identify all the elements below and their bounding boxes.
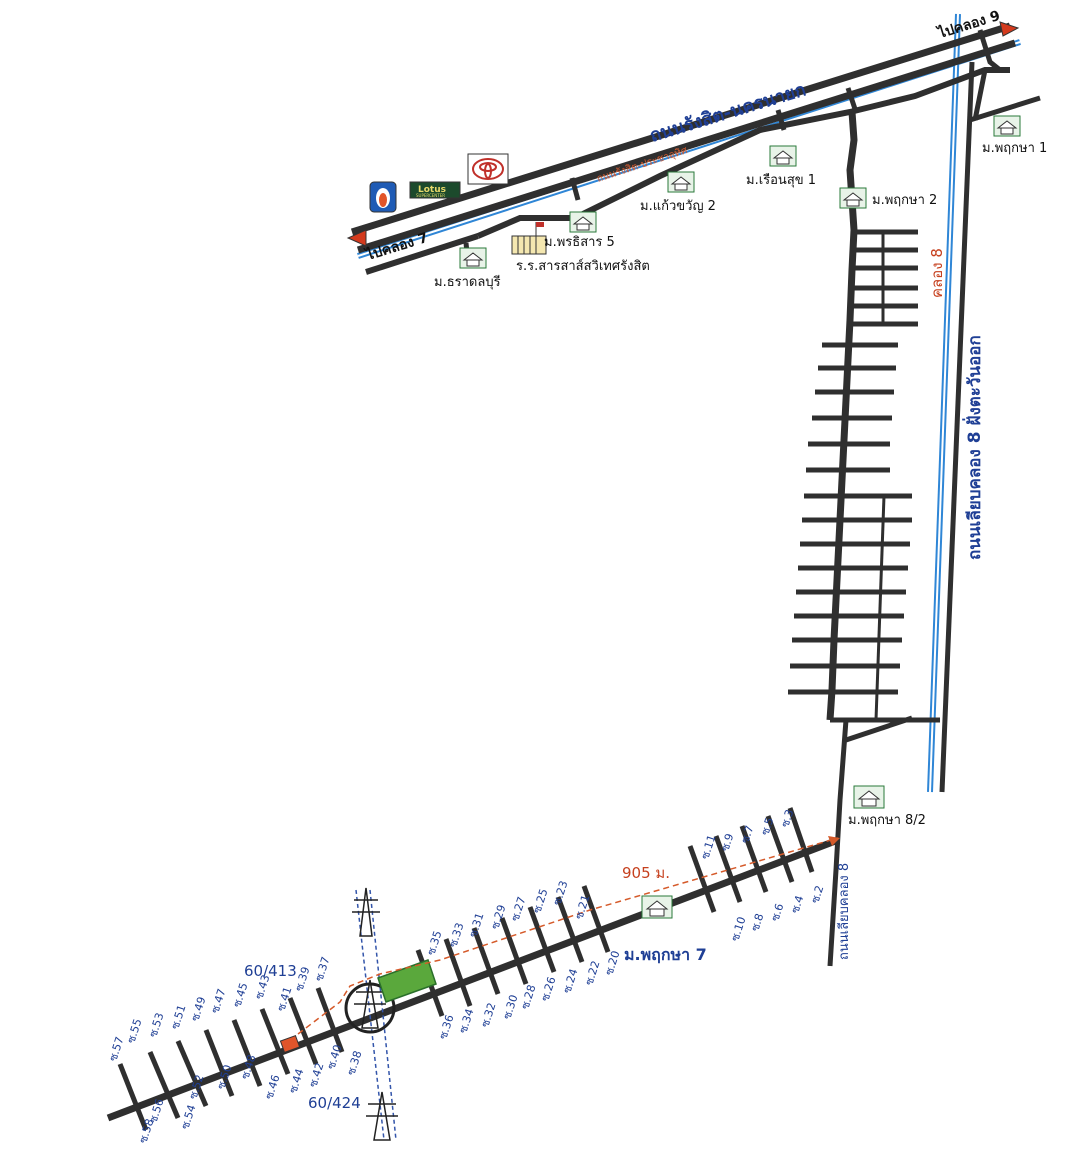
soi-label: ซ.54	[178, 1103, 198, 1131]
soi-label: ซ.10	[728, 915, 748, 943]
house-icon-kaew-khwan-2	[667, 171, 695, 193]
soi-label: ซ.22	[582, 959, 602, 987]
soi-label: ซ.53	[146, 1011, 166, 1039]
power-tower-icon-north	[352, 887, 380, 937]
soi-label: ซ.2	[808, 884, 826, 905]
soi-label: ซ.37	[312, 955, 332, 983]
road-east-khlong-8	[939, 61, 975, 793]
house-icon-pruksa-1	[993, 115, 1021, 137]
soi-label: ซ.23	[550, 879, 570, 907]
soi-label: ซ.32	[478, 1001, 498, 1029]
route-dashed	[297, 837, 839, 1035]
house-icon-pruksa-8-2	[853, 785, 885, 809]
road-liap-khlong-8	[827, 719, 849, 967]
canal-khlong-8-label: คลอง 8	[928, 248, 946, 298]
soi-label: ซ.40	[324, 1043, 344, 1071]
place-kaew-khwan-2: ม.แก้วขวัญ 2	[640, 199, 716, 214]
house-icon-pruksa-2	[839, 187, 867, 209]
green-plot	[377, 959, 437, 1003]
soi-label: ซ.3	[778, 808, 796, 829]
soi-label: ซ.5	[758, 816, 776, 837]
pruksa-2-side-streets	[788, 229, 940, 723]
soi-label: ซ.4	[788, 894, 806, 915]
road-pruksa-7-main	[106, 836, 840, 1122]
connector-3	[775, 109, 787, 131]
soi-label: ซ.35	[424, 929, 444, 957]
lower-road-label: ถนนเลียบคลอง 8	[836, 863, 852, 960]
parcel-b-label: 60/424	[308, 1094, 361, 1112]
soi-label: ซ.45	[230, 981, 250, 1009]
soi-label: ซ.26	[538, 975, 558, 1003]
power-tower-icon-south	[366, 1091, 398, 1141]
parcel-a-label: 60/413	[244, 962, 297, 980]
main-highway-south	[356, 39, 1017, 254]
soi-label: ซ.57	[106, 1035, 126, 1063]
lotus-logo-icon	[409, 181, 461, 199]
soi-label: ซ.11	[698, 833, 718, 861]
road-north-loop	[972, 29, 1008, 121]
place-ruen-suk-1: ม.เรือนสุข 1	[746, 172, 816, 188]
toyota-logo-icon	[467, 153, 509, 185]
soi-label: ซ.47	[208, 987, 228, 1015]
soi-label: ซ.28	[518, 983, 538, 1011]
service-road-east	[476, 67, 1010, 239]
soi-label: ซ.33	[446, 921, 466, 949]
soi-label: ซ.7	[738, 824, 756, 845]
lotus-label: Lotus	[418, 185, 446, 195]
arrow-to-khlong-7-icon	[346, 229, 367, 247]
road-link	[845, 715, 913, 743]
soi-label: ซ.9	[718, 832, 736, 853]
east-road-label: ถนนเลียบคลอง 8 ฝั่งตะวันออก	[962, 335, 985, 560]
main-highway-north	[350, 22, 1012, 236]
soi-label: ซ.51	[168, 1003, 188, 1031]
soi-label: ซ.27	[508, 895, 528, 923]
soi-label: ซ.46	[262, 1073, 282, 1101]
to-khlong-7-label: ไปคลอง 7	[362, 228, 430, 264]
place-school: ร.ร.สารสาส์สวิเทศรังสิต	[516, 258, 650, 274]
place-tharadol: ม.ธราดลบุรี	[434, 274, 501, 290]
canal-khlong-8-inner	[929, 13, 959, 793]
soi-label: ซ.25	[530, 887, 550, 915]
soi-label: ซ.6	[768, 902, 786, 923]
place-pruksa-2: ม.พฤกษา 2	[872, 193, 937, 208]
connector-4	[845, 87, 859, 113]
soi-label: ซ.50	[214, 1063, 234, 1091]
house-icon-tharadol	[459, 247, 487, 269]
ptt-logo-icon	[369, 181, 397, 213]
service-road	[365, 233, 479, 275]
connector-2	[569, 177, 581, 201]
distance-label: 905 ม.	[622, 864, 670, 882]
power-tower-icon-center	[354, 979, 386, 1029]
soi-label: ซ.24	[560, 967, 580, 995]
soi-label: ซ.31	[466, 911, 486, 939]
parcel-marker	[279, 1034, 301, 1054]
soi-label: ซ.42	[306, 1061, 326, 1089]
soi-label: ซ.34	[456, 1007, 476, 1035]
arrow-to-khlong-9-icon	[999, 21, 1020, 37]
soi-label: ซ.20	[602, 949, 622, 977]
soi-label: ซ.8	[748, 912, 766, 933]
house-icon-pornthisarn-5	[569, 211, 597, 233]
route-arrow-icon	[828, 836, 840, 846]
place-pruksa-1: ม.พฤกษา 1	[982, 141, 1047, 156]
house-icon-ruen-suk-1	[769, 145, 797, 167]
place-pruksa-7: ม.พฤกษา 7	[624, 945, 707, 964]
soi-label: ซ.55	[124, 1017, 144, 1045]
house-icon-pruksa-7	[641, 895, 673, 919]
soi-label: ซ.38	[344, 1049, 364, 1077]
place-pornthisarn-5: ม.พรธิสาร 5	[544, 235, 615, 250]
place-pruksa-8-2: ม.พฤกษา 8/2	[848, 813, 926, 828]
soi-label: ซ.49	[188, 995, 208, 1023]
school-icon	[511, 222, 547, 255]
location-circle	[344, 982, 396, 1034]
road-pruksa-1	[969, 95, 1041, 123]
lotus-sub-label: SUPERCENTER	[416, 193, 445, 198]
soi-label: ซ.36	[436, 1013, 456, 1041]
